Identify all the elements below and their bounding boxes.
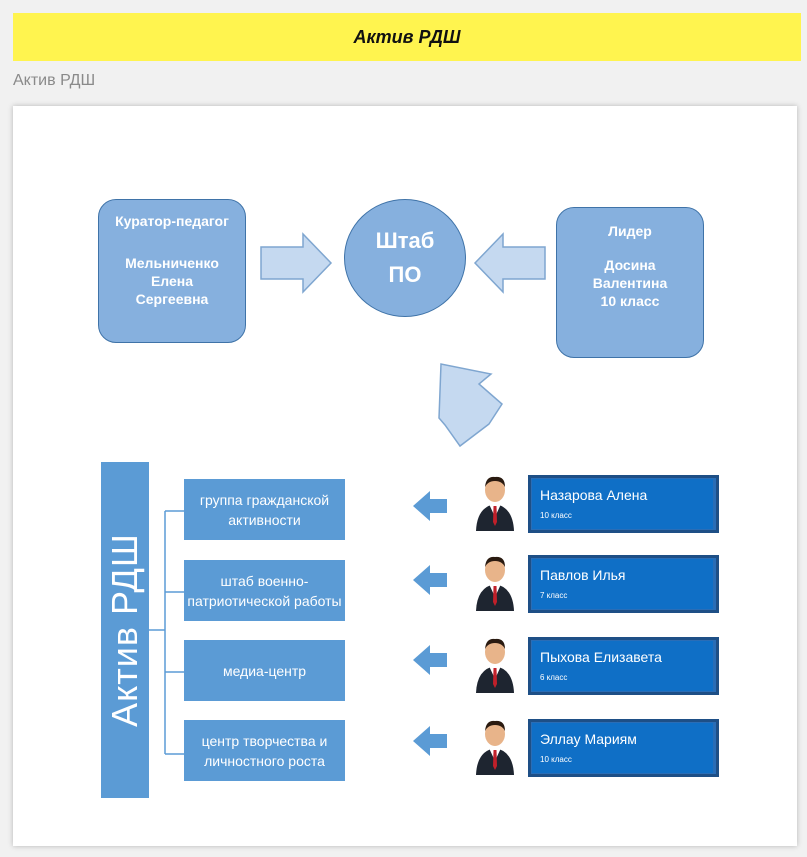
page-header-banner: Актив РДШ [13,13,801,61]
curator-box: Куратор-педагог Мельниченко Елена Сергее… [98,199,246,343]
member-card-4: Эллау Мариям 10 класс [528,719,719,777]
member-name-4: Эллау Мариям [540,731,637,747]
member-row-3: Пыхова Елизавета 6 класс [474,635,720,697]
arrow-asset-to-hq [438,363,503,448]
member-arrow-2 [413,565,447,595]
leader-line-2: Валентина [592,275,668,291]
person-icon [476,720,514,775]
member-card-1: Назарова Алена 10 класс [528,475,719,533]
group-4-line-1: центр творчества и [201,732,328,749]
member-card-3: Пыхова Елизавета 6 класс [528,637,719,695]
arrow-curator-to-hq [260,232,333,294]
member-class-1: 10 класс [540,511,572,520]
member-row-4: Эллау Мариям 10 класс [474,717,720,779]
diagram-panel: Куратор-педагог Мельниченко Елена Сергее… [13,106,797,846]
asset-label: Актив РДШ [104,533,145,727]
member-arrow-3 [413,645,447,675]
asset-vertical-label: Актив РДШ [101,462,149,798]
group-1-line-2: активности [228,511,301,528]
group-2-line-2: патриотической работы [187,592,342,609]
curator-title: Куратор-педагог [115,213,229,229]
group-1-line-1: группа гражданской [199,491,330,508]
person-icon [476,476,514,531]
hq-line-2: ПО [388,262,422,287]
curator-name-line-2: Елена [150,273,194,289]
leader-line-1: Досина [604,257,656,273]
member-class-3: 6 класс [540,673,568,682]
member-name-3: Пыхова Елизавета [540,649,662,665]
member-row-1: Назарова Алена 10 класс [474,473,720,535]
member-arrow-1 [413,491,447,521]
diagram-arrows [149,232,546,756]
member-row-2: Павлов Илья 7 класс [474,553,720,615]
leader-box: Лидер Досина Валентина 10 класс [556,207,704,358]
page-subtitle: Актив РДШ [13,72,96,89]
person-icon [476,638,514,693]
arrow-leader-to-hq [473,232,546,294]
hq-circle: Штаб ПО [344,199,466,317]
group-3-line-1: медиа-центр [222,662,307,679]
group-box-1: группа гражданской активности [184,479,345,540]
member-class-4: 10 класс [540,755,572,764]
curator-name-line-3: Сергеевна [135,291,209,307]
person-icon [476,556,514,611]
page-header-title: Актив РДШ [353,26,461,47]
group-box-3: медиа-центр [184,640,345,701]
member-card-2: Павлов Илья 7 класс [528,555,719,613]
group-4-line-2: личностного роста [204,752,325,769]
curator-name-line-1: Мельниченко [125,255,219,271]
member-name-2: Павлов Илья [540,567,626,583]
leader-title: Лидер [608,223,652,239]
hq-line-1: Штаб [375,228,435,253]
group-box-2: штаб военно- патриотической работы [184,560,345,621]
group-2-line-1: штаб военно- [220,572,309,589]
group-box-4: центр творчества и личностного роста [184,720,345,781]
member-arrow-4 [413,726,447,756]
leader-line-3: 10 класс [600,293,660,309]
member-name-1: Назарова Алена [540,487,648,503]
member-class-2: 7 класс [540,591,568,600]
